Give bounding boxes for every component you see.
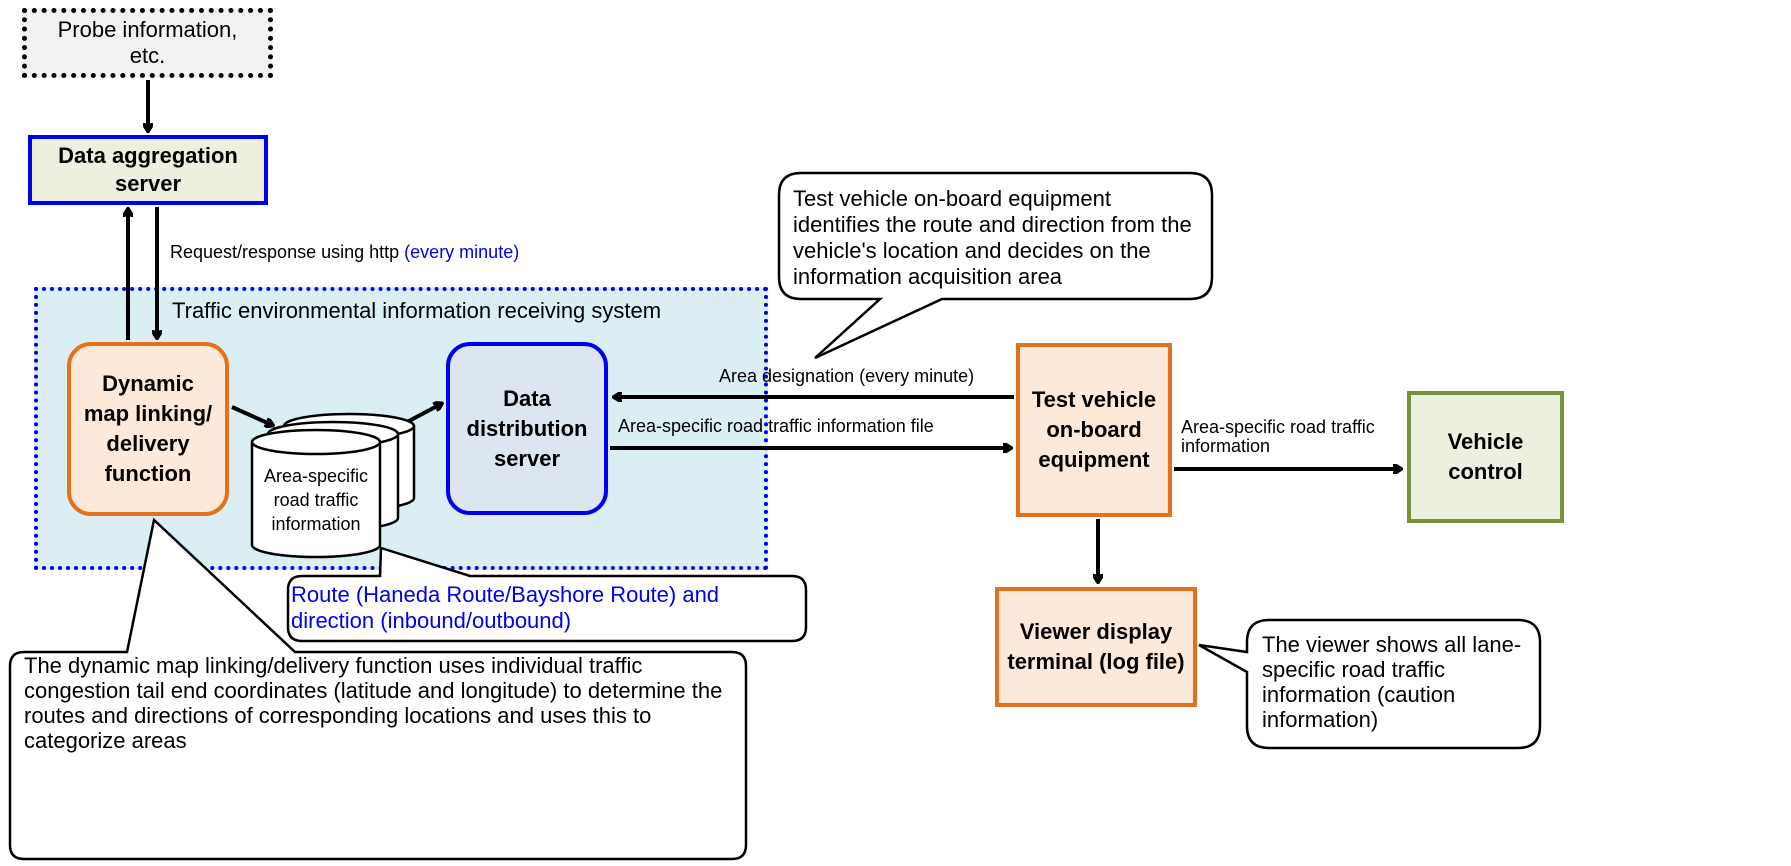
data-distribution-server-text: Data distribution server xyxy=(466,385,588,471)
data-distribution-server-node: Data distribution server xyxy=(446,342,608,515)
test-vehicle-equipment-text: Test vehicle on-board equipment xyxy=(1031,387,1157,472)
area-designation-label: Area designation (every minute) xyxy=(719,366,975,386)
http-request-text: Request/response using http xyxy=(170,242,400,262)
vehicle-control-text: Vehicle control xyxy=(1447,429,1524,484)
viewer-display-terminal-node: Viewer display terminal (log file) xyxy=(995,587,1197,707)
dynamic-map-linking-node: Dynamic map linking/ delivery function xyxy=(67,342,229,516)
area-file-label: Area-specific road traffic information f… xyxy=(618,416,934,436)
callout-dynamic-map-text: The dynamic map linking/delivery functio… xyxy=(24,653,723,753)
area-road-traffic-db-text: Area-specific road traffic information xyxy=(263,466,369,534)
callout-dynamic-map-bubble xyxy=(8,517,748,861)
arrow-db-to-distribution xyxy=(406,404,441,424)
callout-route-bubble xyxy=(286,546,808,643)
callout-route-text: Route (Haneda Route/Bayshore Route) and … xyxy=(291,582,720,633)
data-aggregation-server-node: Data aggregation server xyxy=(28,135,268,205)
test-vehicle-equipment-node: Test vehicle on-board equipment xyxy=(1016,343,1172,517)
http-request-label: Request/response using http (every minut… xyxy=(170,242,519,263)
database-cylinder-front xyxy=(250,428,382,559)
viewer-display-terminal-text: Viewer display terminal (log file) xyxy=(1007,619,1185,674)
http-frequency-text: (every minute) xyxy=(404,242,520,262)
receiving-system-label: Traffic environmental information receiv… xyxy=(172,298,662,323)
callout-viewer-text: The viewer shows all lane-specific road … xyxy=(1262,632,1522,732)
dynamic-map-linking-text: Dynamic map linking/ delivery function xyxy=(83,371,213,486)
callout-test-vehicle-bubble xyxy=(777,171,1214,360)
vehicle-control-node: Vehicle control xyxy=(1407,391,1564,523)
callout-test-vehicle-text: Test vehicle on-board equipment identifi… xyxy=(793,186,1192,289)
area-info-label-line2: information xyxy=(1181,436,1271,456)
probe-information-node: Probe information, etc. xyxy=(22,8,273,78)
data-aggregation-server-text: Data aggregation server xyxy=(58,143,238,196)
area-info-label-line1: Area-specific road traffic xyxy=(1181,417,1375,437)
probe-information-text: Probe information, etc. xyxy=(57,17,238,68)
callout-viewer-bubble xyxy=(1198,618,1542,750)
arrow-dynamic-to-db xyxy=(231,405,272,425)
